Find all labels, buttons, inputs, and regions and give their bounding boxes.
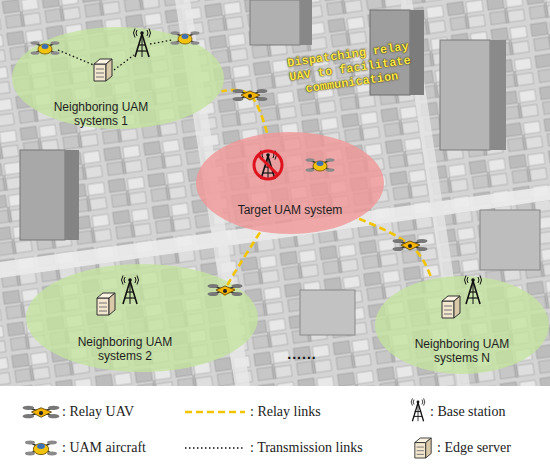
legend-line	[185, 447, 245, 449]
legend-line	[185, 411, 245, 414]
zone-label: Neighboring UAM systems 1	[46, 100, 156, 128]
building	[480, 210, 540, 270]
legend-text: : UAM aircraft	[62, 440, 146, 456]
base-station	[465, 276, 482, 305]
transmission-link	[150, 40, 172, 44]
relay-uav	[208, 284, 243, 296]
building	[300, 0, 312, 45]
legend-text: : Base station	[430, 404, 505, 420]
building	[300, 290, 355, 335]
zone-ellipse	[195, 131, 385, 235]
uam-aircraft	[31, 41, 60, 55]
base-station	[134, 29, 151, 58]
legend-icon	[25, 441, 57, 456]
ellipsis-mark: ......	[282, 346, 322, 362]
legend-panel	[0, 386, 550, 467]
edge-server	[94, 59, 112, 81]
neighbor-system-zone: Neighboring UAM systems 2	[25, 263, 259, 373]
prohibition-sign	[254, 151, 282, 179]
legend-text: : Edge server	[437, 440, 511, 456]
base-station	[122, 276, 139, 305]
neighbor-system-zone: Neighboring UAM systems 1	[11, 26, 225, 130]
zone-label: Target UAM system	[230, 203, 350, 217]
city-ground	[0, 0, 550, 386]
building	[250, 0, 300, 45]
base-station	[260, 151, 277, 180]
uam-aircraft	[171, 31, 200, 45]
relay-link	[221, 90, 267, 133]
relay-link	[224, 232, 260, 294]
legend-text: : Relay links	[250, 404, 321, 420]
building	[410, 10, 424, 95]
target-system-zone: Target UAM system	[195, 131, 385, 235]
zone-fill	[26, 264, 258, 372]
edge-server	[97, 293, 115, 315]
uam-aircraft	[306, 158, 335, 172]
transmission-link	[58, 50, 96, 66]
relay-uav	[233, 89, 268, 101]
zone-label: Neighboring UAM systems N	[402, 337, 522, 365]
zone-fill	[12, 27, 224, 129]
zone-fill	[375, 276, 549, 374]
city-blocks	[0, 0, 550, 386]
relay-link	[359, 219, 431, 278]
legend-text: : Transmission links	[250, 440, 363, 456]
building	[490, 40, 506, 150]
relay-uav	[393, 239, 428, 251]
legend-text: : Relay UAV	[62, 404, 134, 420]
zone-fill	[196, 132, 384, 234]
edge-server	[442, 296, 460, 318]
transmission-link	[114, 55, 134, 70]
building	[20, 150, 65, 240]
legend-icon	[411, 398, 425, 421]
neighbor-system-zone: Neighboring UAM systems N	[374, 275, 550, 375]
building	[65, 150, 79, 240]
building	[440, 40, 490, 150]
zone-label: Neighboring UAM systems 2	[65, 335, 185, 363]
legend-icon	[23, 406, 60, 419]
legend-icon	[415, 438, 431, 458]
